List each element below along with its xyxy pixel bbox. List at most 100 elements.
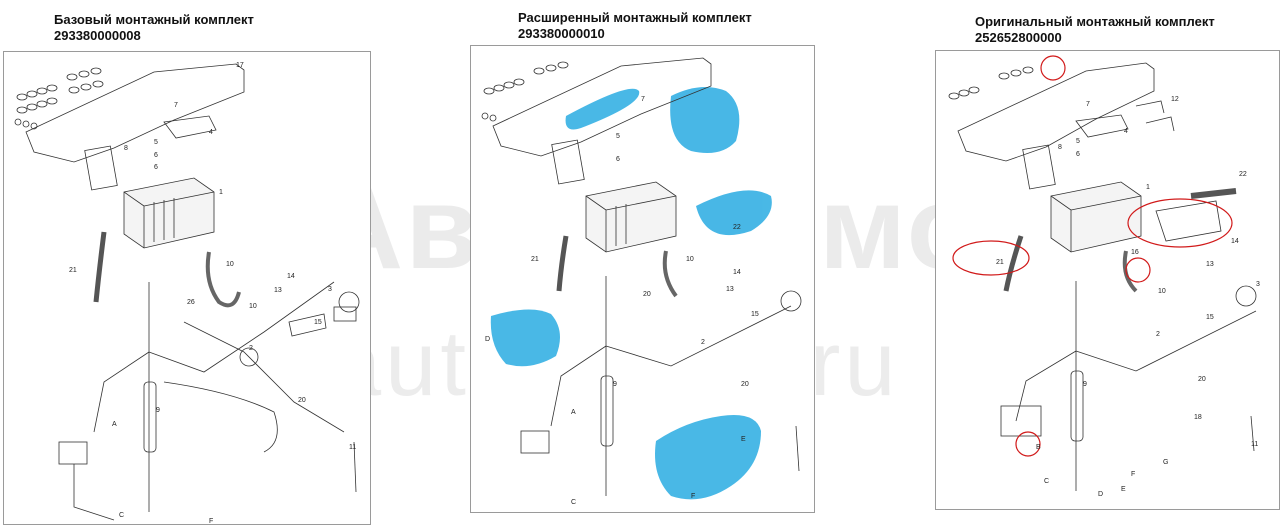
red-circle-air-hose bbox=[952, 240, 1030, 276]
part-labels-original: 12 7 4 5 6 8 22 1 14 21 16 10 13 3 15 2 … bbox=[996, 96, 1260, 498]
diagram-original-svg: 12 7 4 5 6 8 22 1 14 21 16 10 13 3 15 2 … bbox=[948, 55, 1260, 498]
part-label: 2 bbox=[249, 345, 253, 352]
fuel-pump bbox=[333, 291, 360, 322]
exhaust-hose-loop bbox=[25, 63, 245, 163]
relay-block bbox=[520, 430, 550, 454]
fuel-intake-probe bbox=[795, 425, 800, 472]
air-intake-pipe bbox=[556, 235, 569, 292]
part-label: 20 bbox=[1198, 376, 1206, 383]
fuel-regulator bbox=[239, 347, 259, 367]
part-label: A bbox=[571, 409, 576, 416]
part-label: B bbox=[1036, 444, 1041, 451]
exhaust-pipe bbox=[662, 250, 678, 298]
kit-title-original: Оригинальный монтажный комплект 25265280… bbox=[975, 14, 1215, 46]
part-label: 18 bbox=[1194, 414, 1202, 421]
part-label: 8 bbox=[124, 145, 128, 152]
kit-diagram-extended: 7 5 6 22 21 10 14 13 20 15 2 9 20 D A C … bbox=[470, 45, 815, 513]
part-label: 20 bbox=[741, 381, 749, 388]
part-label: 15 bbox=[314, 319, 322, 326]
kit-title-basic: Базовый монтажный комплект 293380000008 bbox=[54, 12, 254, 44]
part-label: 20 bbox=[643, 291, 651, 298]
fuel-filter bbox=[143, 381, 157, 453]
part-labels-basic: 17 7 4 5 6 8 1 21 10 14 13 26 3 15 2 9 2… bbox=[69, 62, 356, 524]
red-circle-clamp bbox=[1125, 257, 1151, 283]
part-label: 1 bbox=[219, 189, 223, 196]
part-label: 3 bbox=[328, 286, 332, 293]
part-label: 5 bbox=[616, 133, 620, 140]
highlight-elbows bbox=[670, 87, 740, 154]
exhaust-hose-loop bbox=[492, 57, 712, 157]
kit-diagram-basic: 17 7 4 5 6 8 1 21 10 14 13 26 3 15 2 9 2… bbox=[3, 51, 371, 525]
exhaust-hose-loop bbox=[957, 62, 1155, 162]
part-label: 9 bbox=[1083, 381, 1087, 388]
part-label: 8 bbox=[1058, 144, 1062, 151]
part-label: C bbox=[119, 512, 124, 519]
mounting-plate bbox=[1022, 144, 1056, 190]
red-circle-hose-end bbox=[1040, 55, 1066, 81]
part-label: 10 bbox=[1158, 288, 1166, 295]
part-label: 11 bbox=[349, 444, 356, 451]
part-label: C bbox=[1044, 478, 1049, 485]
red-circle-connector bbox=[1015, 431, 1041, 457]
part-label: 10 bbox=[249, 303, 257, 310]
part-label: 15 bbox=[1206, 314, 1214, 321]
relay-block bbox=[58, 441, 88, 465]
fuel-intake-probe bbox=[1250, 415, 1255, 452]
part-label: 6 bbox=[1076, 151, 1080, 158]
hose-clamps-group bbox=[14, 67, 104, 130]
part-label: 9 bbox=[156, 407, 160, 414]
kit-name: Расширенный монтажный комплект bbox=[518, 10, 752, 25]
part-label: 16 bbox=[1131, 249, 1139, 256]
mounting-plate bbox=[84, 145, 118, 191]
part-label: 22 bbox=[1239, 171, 1247, 178]
heater-unit bbox=[123, 177, 215, 249]
part-label: 7 bbox=[174, 102, 178, 109]
mounting-bracket bbox=[163, 115, 217, 139]
fuel-pump bbox=[1235, 285, 1257, 307]
diagram-extended-svg: 7 5 6 22 21 10 14 13 20 15 2 9 20 D A C … bbox=[481, 57, 802, 506]
part-label: 14 bbox=[1231, 238, 1239, 245]
part-label: 13 bbox=[1206, 261, 1214, 268]
part-label: 9 bbox=[613, 381, 617, 388]
part-label: 26 bbox=[187, 299, 195, 306]
part-label: 15 bbox=[751, 311, 759, 318]
kit-code: 252652800000 bbox=[975, 30, 1062, 45]
air-intake-pipe bbox=[1003, 235, 1024, 292]
part-label: 14 bbox=[287, 273, 295, 280]
highlight-hoses bbox=[565, 88, 640, 130]
part-labels-extended: 7 5 6 22 21 10 14 13 20 15 2 9 20 D A C … bbox=[485, 96, 759, 506]
part-label: 1 bbox=[1146, 184, 1150, 191]
red-circles-group bbox=[952, 55, 1233, 457]
part-label: 21 bbox=[531, 256, 539, 263]
air-intake-pipe bbox=[93, 231, 107, 303]
part-label: E bbox=[1121, 486, 1126, 493]
muffler bbox=[1155, 200, 1222, 242]
part-label: G bbox=[1163, 459, 1168, 466]
part-label: 5 bbox=[154, 139, 158, 146]
part-label: 10 bbox=[226, 261, 234, 268]
heater-unit bbox=[1050, 181, 1142, 253]
part-label: 21 bbox=[69, 267, 77, 274]
part-label: E bbox=[741, 436, 746, 443]
part-label: 4 bbox=[1124, 128, 1128, 135]
part-label: 2 bbox=[1156, 331, 1160, 338]
highlight-strips bbox=[490, 309, 560, 367]
part-label: 14 bbox=[733, 269, 741, 276]
fuel-pump bbox=[780, 290, 802, 312]
part-label: 5 bbox=[1076, 138, 1080, 145]
part-label: F bbox=[1131, 471, 1135, 478]
heater-unit bbox=[585, 181, 677, 253]
part-label: 13 bbox=[274, 287, 282, 294]
part-label: 4 bbox=[209, 129, 213, 136]
kit-code: 293380000010 bbox=[518, 26, 605, 41]
wiring-harness bbox=[93, 281, 345, 512]
part-label: 12 bbox=[1171, 96, 1179, 103]
part-label: 6 bbox=[616, 156, 620, 163]
part-label: 7 bbox=[1086, 101, 1090, 108]
highlight-group bbox=[490, 87, 772, 500]
part-label: 11 bbox=[1251, 441, 1258, 448]
wiring-harness bbox=[550, 276, 792, 496]
hose-clamps-group bbox=[948, 66, 1034, 100]
fuel-intake-probe bbox=[353, 441, 357, 493]
diagram-basic-svg: 17 7 4 5 6 8 1 21 10 14 13 26 3 15 2 9 2… bbox=[14, 62, 360, 524]
